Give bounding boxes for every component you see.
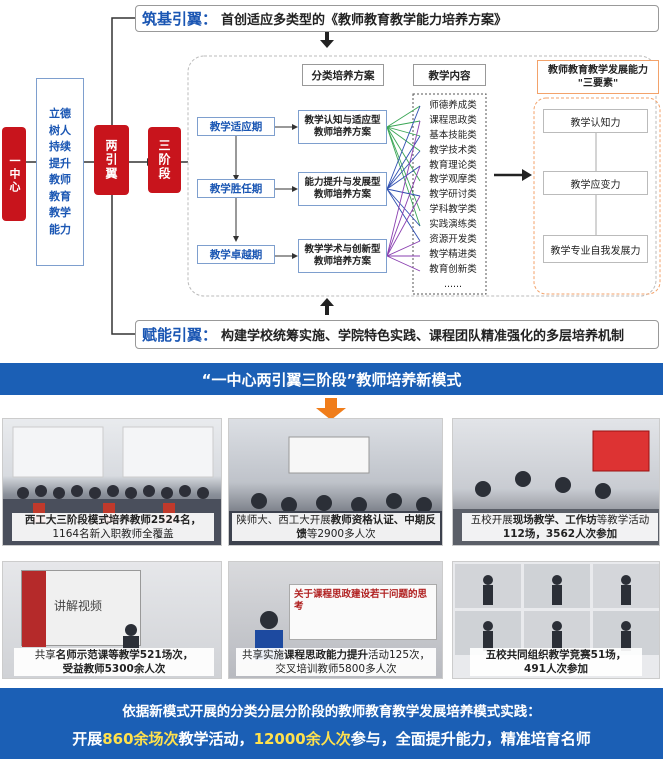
caption-5: 共享实施课程思政能力提升活动125次， 交叉培训教师5800多人次 [236,648,436,677]
connector-lines [26,17,661,335]
caption-2: 陕师大、西工大开展教师资格认证、中期反馈等2900多人次 [232,513,440,542]
plan-3: 教学学术与创新型 教师培养方案 [298,239,387,273]
content-item: 教育理论类 [429,159,477,171]
content-item: 实践演练类 [429,219,477,231]
period-adaptation: 教学适应期 [197,117,275,136]
content-item: 课程思政类 [429,114,477,126]
one-center-box: 一中心 [2,127,26,221]
content-item: 学科教学类 [429,204,477,216]
collage-shapes [455,564,659,655]
caption-3: 五校开展现场教学、工作坊等教学活动 112场，3562人次参加 [462,513,658,542]
caption-6: 五校共同组织教学竞赛51场， 491人次参加 [470,648,642,677]
participants-count: 12000余人次 [253,730,351,748]
period-competence: 教学胜任期 [197,179,275,198]
element-adaptability: 教学应变力 [543,171,648,195]
plan-2: 能力提升与发展型 教师培养方案 [298,172,387,206]
content-header: 教学内容 [413,64,486,86]
plan-1: 教学认知与适应型 教师培养方案 [298,110,387,144]
content-item: 教学精进类 [429,248,477,260]
foundation-banner: 筑基引翼： 首创适应多类型的《教师教育教学能力培养方案》 [135,5,659,32]
content-item: 师德养成类 [429,100,477,111]
plan-header: 分类培养方案 [302,64,384,86]
content-item: 资源开发类 [429,234,477,246]
footer-line-1: 依据新模式开展的分类分层分阶段的教师教育教学发展培养模式实践： [122,704,541,720]
content-item: ...... [443,278,463,290]
content-item: 教育创新类 [429,263,477,275]
orange-down-arrow [316,398,346,420]
content-item: 基本技能类 [429,129,477,141]
projector-screen: 讲解视频 [21,570,141,647]
caption-4: 共享名师示范课等教学521场次， 受益教师5300余人次 [14,648,214,677]
screen-text: 关于课程思政建设若干问题的思考 [289,584,437,640]
screen-stripe [22,571,46,647]
content-item: 教学研讨类 [429,189,477,201]
element-self-development: 教学专业自我发展力 [543,235,648,263]
content-item: 教学技术类 [429,144,477,156]
goal-box: 立德树人持续提升教师教育教学能力 [36,78,84,266]
footer-banner: 依据新模式开展的分类分层分阶段的教师教育教学发展培养模式实践： 开展860余场次… [0,688,663,759]
three-stages-box: 三阶段 [148,127,181,193]
model-title: “一中心两引翼三阶段”教师培养新模式 [0,363,663,395]
empower-banner: 赋能引翼： 构建学校统筹实施、学院特色实践、课程团队精准强化的多层培养机制 [135,320,659,349]
screen-text: 讲解视频 [54,599,103,613]
caption-1: 西工大三阶段模式培养教师2524名， 1164名新入职教师全覆盖 [12,513,214,542]
activities-count: 860余场次 [102,730,179,748]
two-wings-box: 两引翼 [94,125,129,195]
content-list: 师德养成类 课程思政类 基本技能类 教学技术类 教育理论类 教学观摩类 教学研讨… [420,99,486,293]
element-cognition: 教学认知力 [543,109,648,133]
footer-line-2: 开展860余场次教学活动，12000余人次参与，全面提升能力，精准培育名师 [72,730,591,748]
elements-header: 教师教育教学发展能力 "三要素" [537,60,659,94]
period-excellence: 教学卓越期 [197,245,275,264]
content-item: 教学观摩类 [429,174,477,186]
